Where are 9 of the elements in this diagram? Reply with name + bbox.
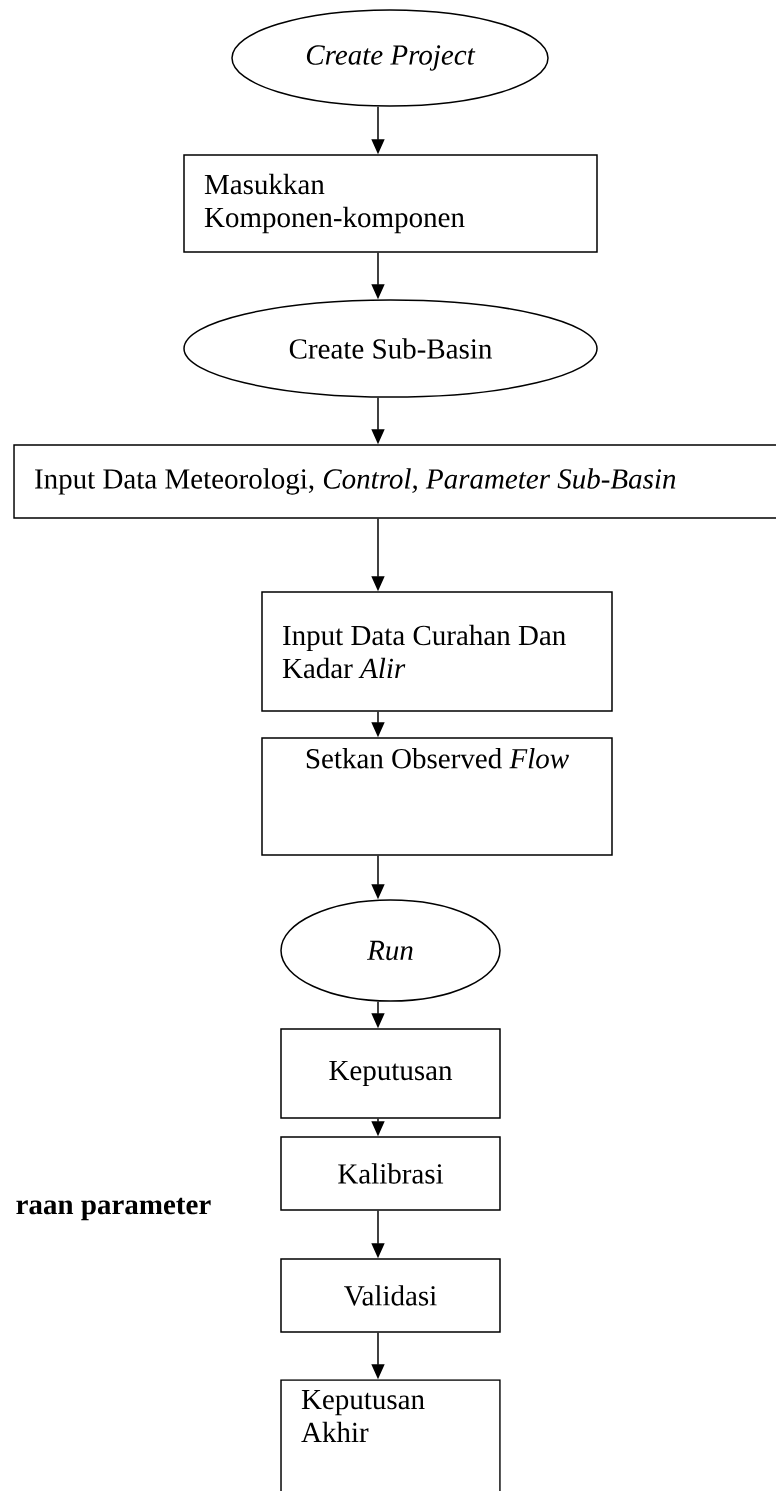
note-text: raan parameter bbox=[16, 1197, 211, 1221]
process-box: Input Data Meteorologi, Control, Parameter Sub-Basin bbox=[13, 444, 776, 519]
process-box: Validasi bbox=[280, 1258, 501, 1333]
process-box: Kalibrasi bbox=[280, 1136, 501, 1211]
process-box: Input Data Curahan Dan Kadar Alir bbox=[261, 591, 613, 712]
process-box: Setkan Observed Flow bbox=[261, 737, 613, 856]
process-box: Masukkan Komponen-komponen bbox=[183, 154, 598, 253]
process-box: Keputusan bbox=[280, 1028, 501, 1119]
process-box: Keputusan Akhir bbox=[280, 1379, 501, 1491]
